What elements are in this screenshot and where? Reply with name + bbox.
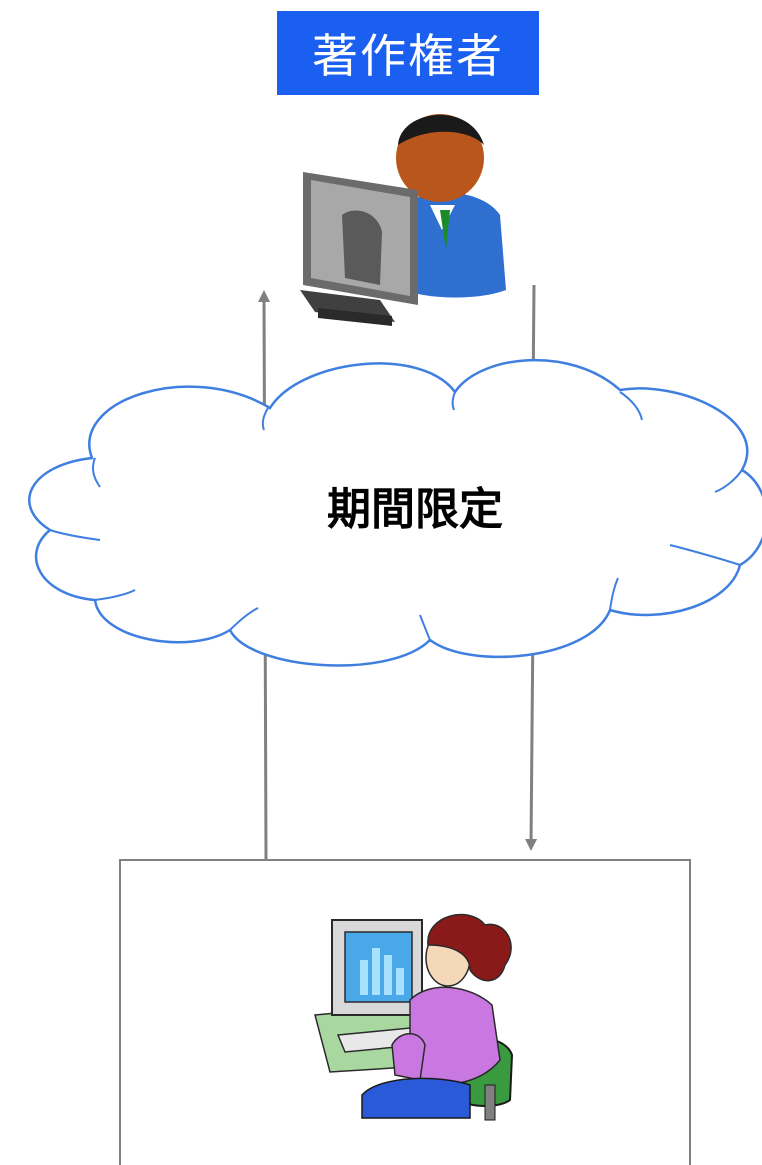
cloud-label: 期間限定	[327, 484, 503, 535]
man-at-computer-icon	[300, 114, 506, 326]
arrow-down-to-user	[525, 619, 538, 851]
cloud-shape	[28, 358, 762, 667]
author-label: 著作権者	[277, 11, 539, 95]
woman-at-computer-icon	[314, 913, 514, 1121]
